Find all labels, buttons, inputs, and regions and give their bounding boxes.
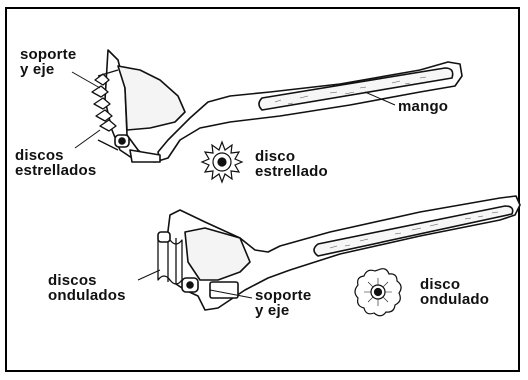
label-mango: mango: [398, 99, 448, 114]
leader-discos-estrellados: [75, 130, 100, 148]
label-discos-ondulados: discos ondulados: [48, 273, 126, 303]
label-disco-estrellado-line2: estrellado: [255, 164, 328, 179]
label-discos-estrellados-line2: estrellados: [15, 163, 96, 178]
label-disco-ondulado: disco ondulado: [420, 277, 489, 307]
label-discos-ondulados-line1: discos: [48, 273, 126, 288]
label-discos-estrellados-line1: discos: [15, 148, 96, 163]
label-soporte-eje-top-line2: y eje: [20, 62, 76, 77]
label-disco-ondulado-line2: ondulado: [420, 292, 489, 307]
label-disco-estrellado: disco estrellado: [255, 149, 328, 179]
wavy-disc: [355, 269, 401, 316]
label-soporte-eje-bottom-line1: soporte: [255, 288, 311, 303]
label-soporte-eje-top-line1: soporte: [20, 47, 76, 62]
label-soporte-eje-bottom: soporte y eje: [255, 288, 311, 318]
star-disc: [202, 142, 242, 182]
leader-discos-ondulados: [138, 270, 160, 280]
label-discos-ondulados-line2: ondulados: [48, 288, 126, 303]
tool-bottom-cup: [185, 228, 250, 280]
label-disco-ondulado-line1: disco: [420, 277, 489, 292]
label-disco-estrellado-line1: disco: [255, 149, 328, 164]
tool-bottom-wavy-discs: [158, 236, 182, 284]
tool-top-cup: [118, 66, 185, 130]
label-soporte-eje-bottom-line2: y eje: [255, 303, 311, 318]
label-soporte-eje-top: soporte y eje: [20, 47, 76, 77]
label-discos-estrellados: discos estrellados: [15, 148, 96, 178]
